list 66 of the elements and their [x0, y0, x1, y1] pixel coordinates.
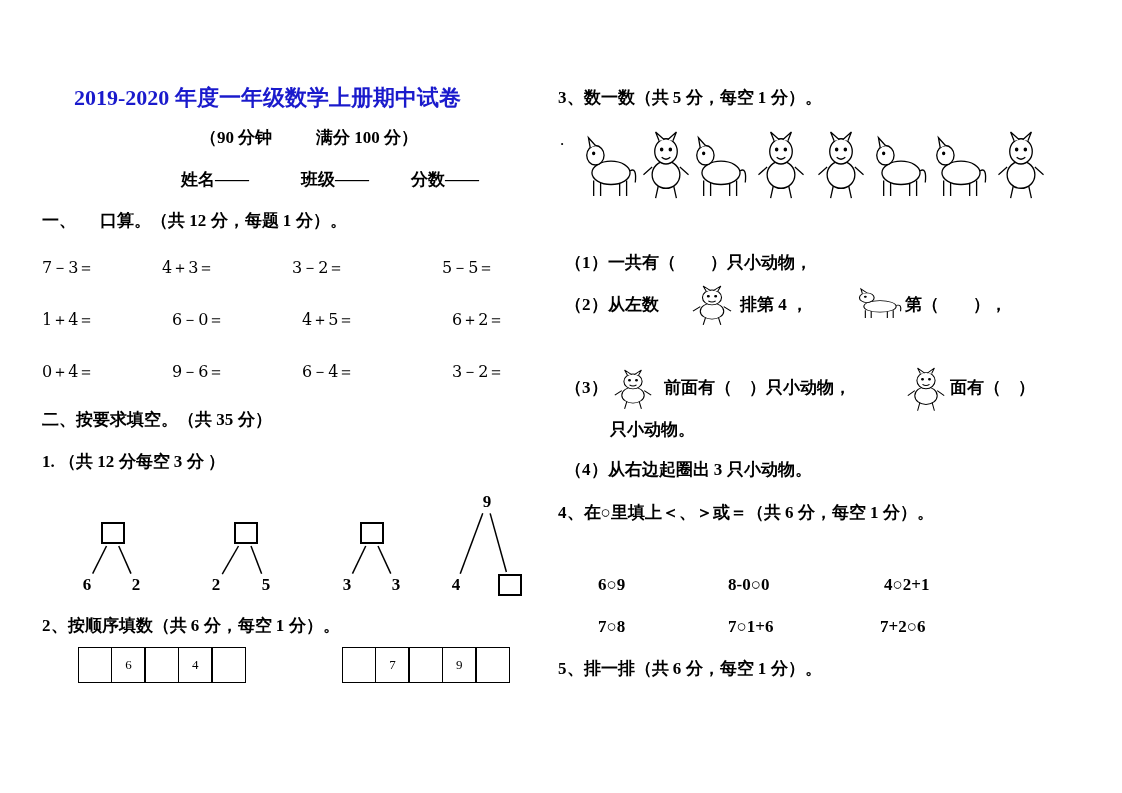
connector-line: [351, 545, 367, 575]
arithmetic-problem: 6－0＝: [172, 310, 225, 330]
number-label: 6: [82, 575, 92, 595]
section-heading: 二、按要求填空。（共 35 分）: [42, 409, 272, 431]
score-field-label: 分数——: [411, 169, 479, 191]
comparison-problem: 4○2+1: [884, 574, 930, 596]
table-cell: 6: [111, 647, 146, 683]
comparison-problem: 6○9: [598, 574, 626, 596]
question-heading: 4、在○里填上＜、＞或＝（共 6 分，每空 1 分）。: [558, 502, 934, 524]
question-text: 排第 4 ，: [740, 294, 808, 316]
question-heading: 2、按顺序填数（共 6 分，每空 1 分）。: [42, 615, 340, 637]
comparison-problem: 8-0○0: [728, 574, 770, 596]
title: 2019-2020 年度一年级数学上册期中试卷: [74, 84, 461, 112]
arithmetic-problem: 3－2＝: [452, 362, 505, 382]
arithmetic-problem: 5－5＝: [442, 258, 495, 278]
answer-box: [360, 522, 384, 544]
arithmetic-problem: 4＋5＝: [302, 310, 355, 330]
arithmetic-problem: 1＋4＝: [42, 310, 95, 330]
arithmetic-problem: 6－4＝: [302, 362, 355, 382]
question-text: 第（ ），: [905, 294, 1007, 316]
arithmetic-problem: 6＋2＝: [452, 310, 505, 330]
arithmetic-problem: 9－6＝: [172, 362, 225, 382]
arithmetic-problem: 7－3＝: [42, 258, 95, 278]
name-field-label: 姓名——: [181, 169, 249, 191]
question-heading: 5、排一排（共 6 分，每空 1 分）。: [558, 658, 822, 680]
number-label: 2: [211, 575, 221, 595]
answer-box: [234, 522, 258, 544]
arithmetic-problem: 0＋4＝: [42, 362, 95, 382]
question-text: 面有（ ）: [950, 377, 1035, 399]
number-label: 5: [261, 575, 271, 595]
question-heading: 1. （共 12 分每空 3 分 ）: [42, 451, 225, 473]
connector-line: [459, 512, 484, 575]
question-heading: 3、数一数（共 5 分，每空 1 分）。: [558, 87, 822, 109]
arithmetic-problem: 4＋3＝: [162, 258, 215, 278]
comparison-problem: 7+2○6: [880, 616, 926, 638]
connector-line: [489, 512, 508, 573]
question-text: （2）从左数: [565, 294, 659, 316]
dot-mark: .: [560, 129, 565, 151]
question-text: 只小动物。: [610, 419, 695, 441]
question-text: 前面有（ ）只小动物，: [664, 377, 851, 399]
arithmetic-problem: 3－2＝: [292, 258, 345, 278]
section-number: 一、: [42, 210, 76, 232]
connector-line: [250, 545, 263, 575]
number-label: 4: [451, 575, 461, 595]
section-heading: 口算。（共 12 分，每题 1 分）。: [100, 210, 347, 232]
class-field-label: 班级——: [301, 169, 369, 191]
connector-line: [221, 545, 240, 575]
question-text: （3）: [565, 377, 608, 399]
question-text: （4）从右边起圈出 3 只小动物。: [565, 459, 812, 481]
connector-line: [91, 545, 108, 575]
answer-box: [101, 522, 125, 544]
connector-line: [118, 545, 132, 575]
number-label: 3: [391, 575, 401, 595]
comparison-problem: 7○8: [598, 616, 626, 638]
answer-box: [498, 574, 522, 596]
number-label: 3: [342, 575, 352, 595]
connector-line: [377, 545, 392, 575]
subtitle-text: （90 分钟: [200, 127, 273, 149]
comparison-problem: 7○1+6: [728, 616, 774, 638]
table-cell: 7: [375, 647, 410, 683]
table-cell: 4: [178, 647, 213, 683]
number-label: 9: [482, 492, 492, 512]
table-cell: 9: [442, 647, 477, 683]
subtitle-text: 满分 100 分）: [316, 127, 418, 149]
question-text: （1）一共有（ ）只小动物，: [565, 252, 812, 274]
number-label: 2: [131, 575, 141, 595]
